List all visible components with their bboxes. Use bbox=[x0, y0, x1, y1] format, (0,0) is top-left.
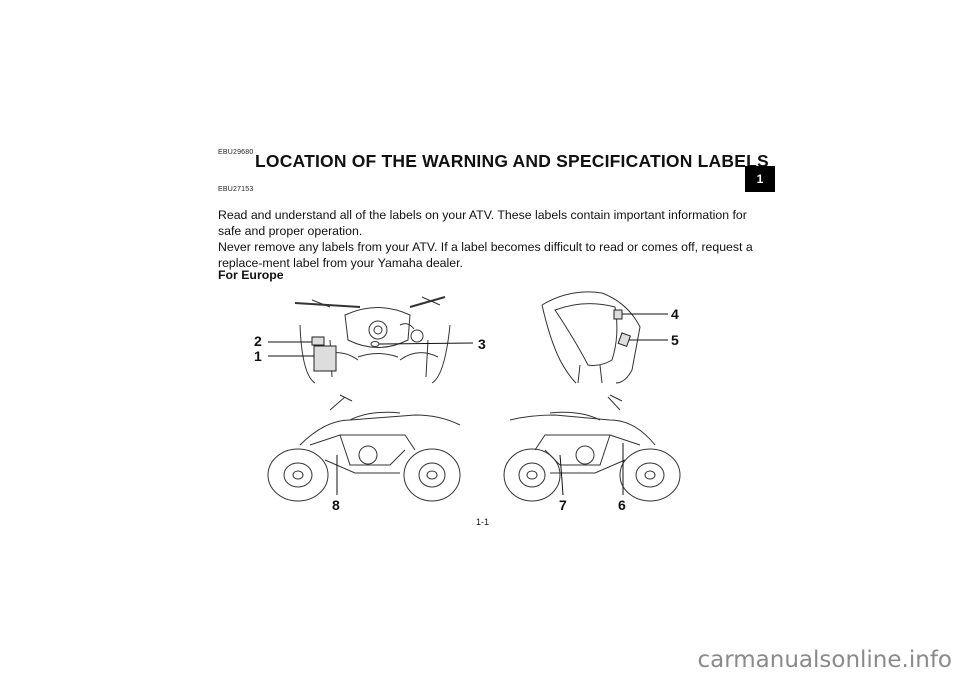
callout-leader-3 bbox=[378, 342, 474, 345]
callout-leader-7 bbox=[559, 454, 564, 496]
callout-6: 6 bbox=[618, 497, 626, 513]
callout-1: 1 bbox=[254, 348, 262, 364]
section-subheading: For Europe bbox=[218, 268, 284, 282]
callout-8: 8 bbox=[332, 497, 340, 513]
page-number: 1-1 bbox=[476, 517, 490, 527]
document-code-sub: EBU27153 bbox=[218, 186, 254, 193]
rear-view-illustration bbox=[541, 291, 641, 384]
warning-paragraph: Never remove any labels from your ATV. I… bbox=[218, 240, 753, 270]
callout-5: 5 bbox=[671, 332, 679, 348]
intro-paragraph: Read and understand all of the labels on… bbox=[218, 208, 747, 238]
atv-left-side-illustration bbox=[267, 394, 461, 502]
document-code-top: EBU29680 bbox=[218, 149, 254, 156]
watermark-link[interactable]: carmanualsonline.info bbox=[697, 647, 952, 673]
atv-right-side-illustration bbox=[503, 394, 681, 502]
label-location-diagram: 2 1 3 4 5 8 7 6 bbox=[254, 291, 681, 513]
callout-2: 2 bbox=[254, 333, 262, 349]
callout-4: 4 bbox=[671, 306, 679, 322]
callout-3: 3 bbox=[478, 336, 486, 352]
page-title: LOCATION OF THE WARNING AND SPECIFICATIO… bbox=[255, 151, 769, 171]
chapter-tab: 1 bbox=[745, 166, 775, 192]
callout-7: 7 bbox=[559, 497, 567, 513]
